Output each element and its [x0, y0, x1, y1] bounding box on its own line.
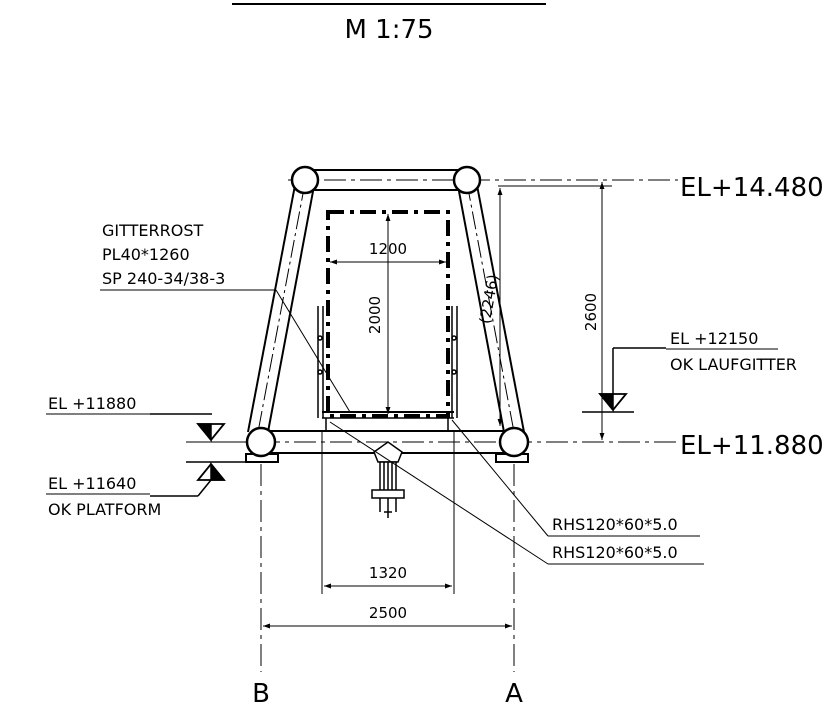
axis-b-label: B [252, 679, 270, 706]
dim-2500-text: 2500 [369, 604, 407, 622]
extension-lines [321, 432, 455, 594]
dim-1320-text: 1320 [369, 564, 407, 582]
el-11880-symbol [150, 413, 226, 443]
rhs-upper-text: RHS120*60*5.0 [552, 515, 678, 534]
rhs-lower-text: RHS120*60*5.0 [552, 543, 678, 562]
scale-label: M 1:75 [344, 15, 433, 45]
node-bottom-left [245, 426, 277, 458]
gitterrost-line3: SP 240-34/38-3 [102, 269, 225, 288]
el-11640-symbol [150, 461, 246, 497]
ok-laufgitter-text: OK LAUFGITTER [670, 355, 797, 374]
hanger-posts [325, 418, 449, 431]
gitterrost-leader [275, 289, 351, 413]
lamp-fixture-icon [371, 441, 405, 518]
node-bottom-right [498, 426, 530, 458]
el-12150-marker [582, 347, 666, 413]
el-14480-label: EL+14.480 [680, 173, 824, 203]
node-top-right [452, 165, 482, 195]
gitterrost-line2: PL40*1260 [102, 245, 190, 264]
el-12150-text: EL +12150 [670, 329, 758, 348]
ok-platform-text: OK PLATFORM [48, 500, 161, 519]
rhs-lower-leader [329, 421, 549, 565]
dim-2000-text: 2000 [366, 296, 384, 334]
el-11640-text: EL +11640 [48, 474, 136, 493]
el-11880-label: EL+11.880 [680, 431, 824, 461]
top-beam [306, 169, 468, 191]
el-11880-text: EL +11880 [48, 394, 136, 413]
left-leg [247, 179, 315, 433]
node-top-left [290, 165, 320, 195]
handrail-left [317, 306, 324, 418]
clearance-envelope [326, 210, 450, 418]
axis-a-label: A [505, 679, 523, 706]
gitterrost-line1: GITTERROST [102, 221, 203, 240]
dim-2600-text: 2600 [582, 293, 600, 331]
rhs-upper-leader [451, 419, 549, 537]
handrail-right [451, 306, 458, 418]
